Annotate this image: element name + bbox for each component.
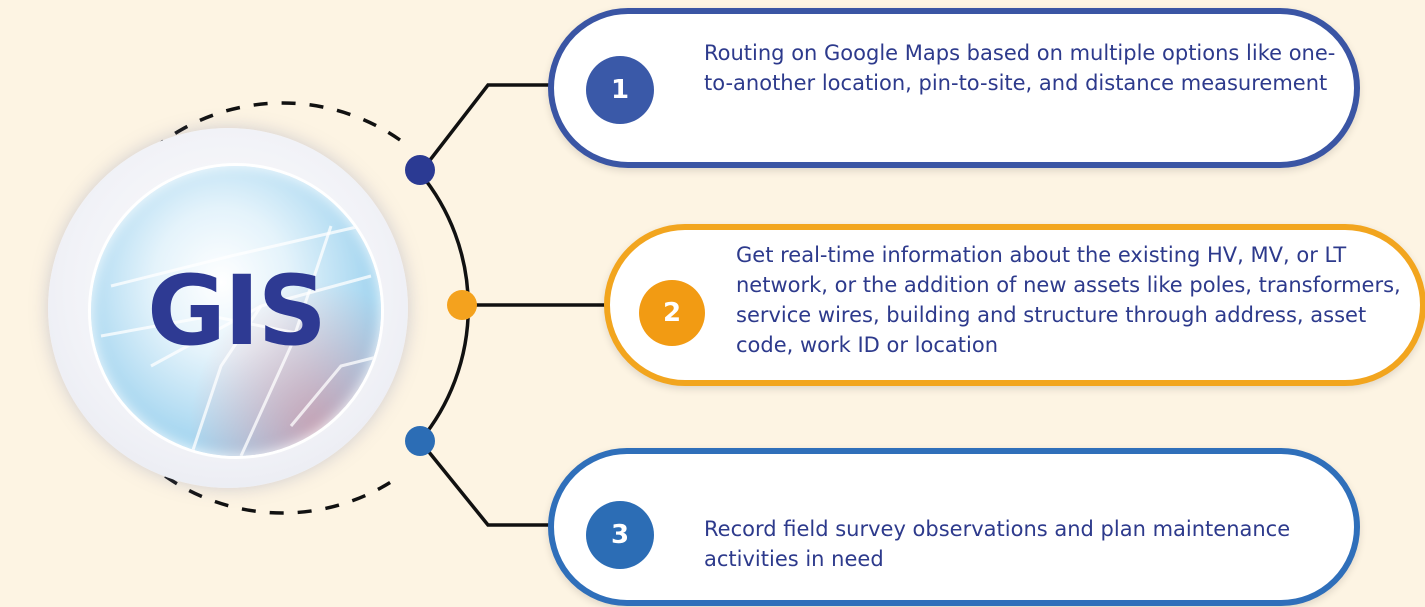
node-dot-3 [405, 426, 435, 456]
step-number-badge: 2 [639, 280, 705, 346]
feature-card-1: 1 Routing on Google Maps based on multip… [548, 8, 1360, 168]
hub-title: GIS [147, 255, 327, 367]
feature-description: Routing on Google Maps based on multiple… [704, 41, 1336, 95]
map-network-graphic [100, 224, 381, 456]
node-dot-2 [447, 290, 477, 320]
feature-card-3: 3 Record field survey observations and p… [548, 448, 1360, 606]
connector-3 [418, 439, 560, 527]
node-dot-1 [405, 155, 435, 185]
dashed-ring [75, 101, 401, 515]
feature-description: Get real-time information about the exis… [736, 243, 1401, 357]
connector-1 [418, 83, 560, 175]
feature-description: Record field survey observations and pla… [704, 517, 1291, 571]
gis-hub-image: GIS [88, 163, 384, 459]
step-number-badge: 1 [586, 56, 654, 124]
feature-card-2: 2 Get real-time information about the ex… [604, 224, 1425, 386]
step-number-badge: 3 [586, 501, 654, 569]
